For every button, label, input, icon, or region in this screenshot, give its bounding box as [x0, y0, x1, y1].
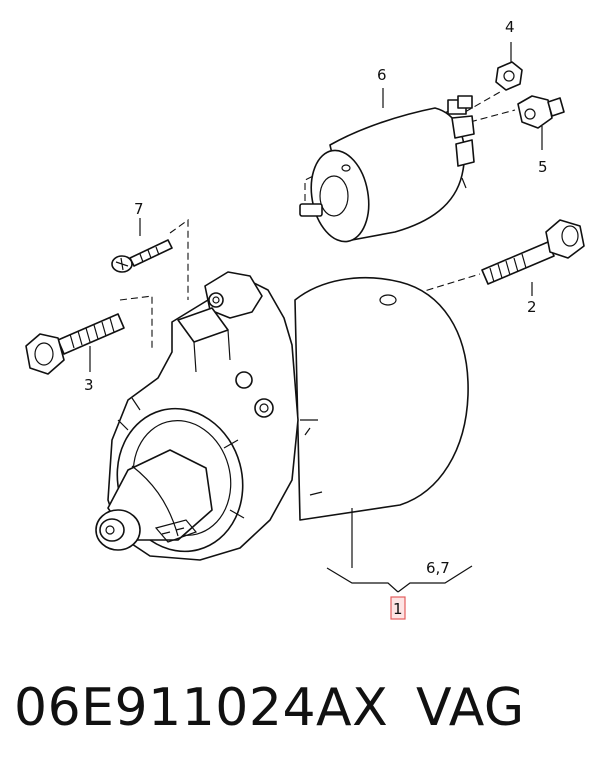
callout-6: 6: [377, 66, 387, 84]
nut: [495, 61, 523, 91]
solenoid: [299, 95, 475, 243]
bolt-flange: [25, 313, 125, 375]
part-number: 06E911024AX: [14, 678, 389, 738]
bolt-long: [481, 219, 585, 285]
callout-5: 5: [538, 158, 548, 176]
callout-4: 4: [505, 18, 515, 36]
screw: [111, 239, 173, 273]
terminal-nut: [517, 95, 565, 129]
brand-name: VAG: [416, 678, 525, 738]
callout-7: 7: [134, 200, 144, 218]
callout-1-highlight: [390, 596, 406, 620]
part-footer: 06E911024AX VAG: [14, 672, 574, 744]
callout-3: 3: [84, 376, 94, 394]
starter-motor: [95, 271, 469, 561]
exploded-parts-diagram: 4 6 5 7 2 3 6,7 1: [25, 18, 585, 620]
leader-lines: [89, 42, 543, 593]
callout-labels: 4 6 5 7 2 3 6,7 1: [84, 18, 548, 620]
callout-1: 1: [393, 600, 403, 618]
callout-2: 2: [527, 298, 537, 316]
callout-6-7: 6,7: [426, 559, 450, 577]
